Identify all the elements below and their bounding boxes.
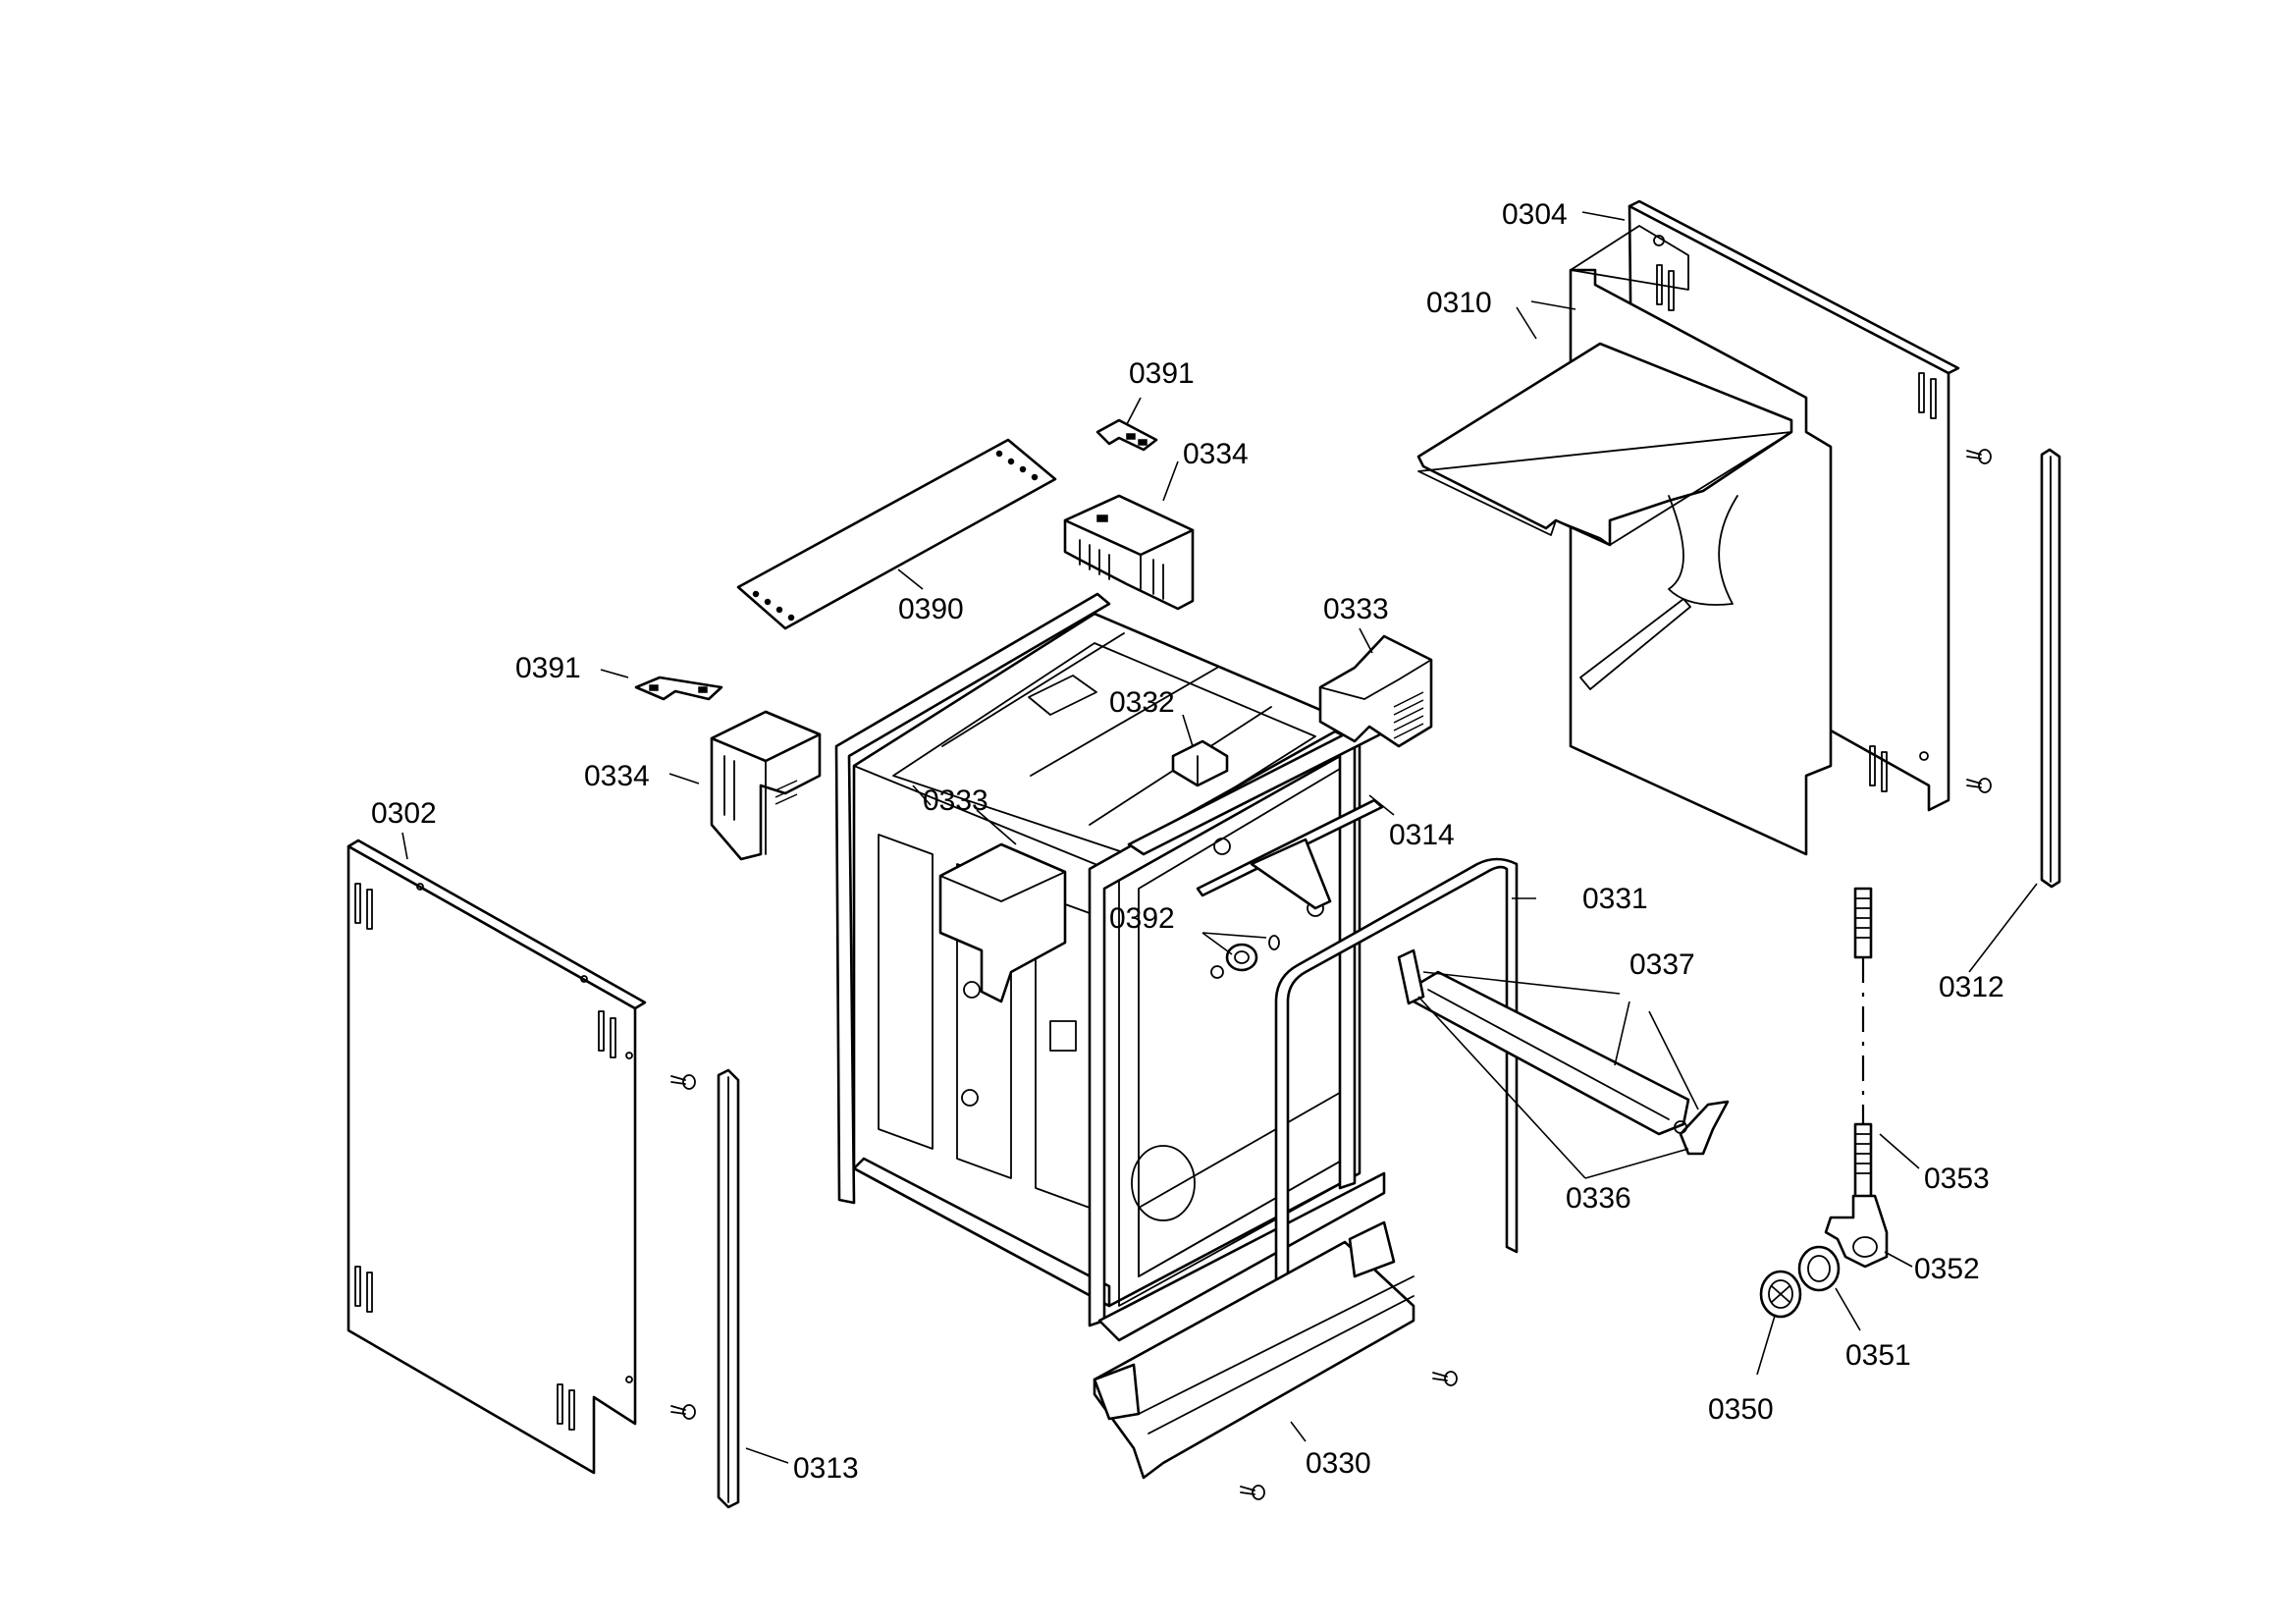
plinth-0330 [1093,1220,1415,1480]
connector-0352 [1824,1194,1889,1269]
door-seal-0331 [1274,857,1519,1391]
ring-0351 [1797,1245,1841,1292]
callout-0333-right: 0333 [1323,593,1389,625]
screw-right-upper [1966,449,1992,464]
callout-0336: 0336 [1566,1182,1631,1215]
tub-assembly [834,592,1388,1342]
callout-0312: 0312 [1939,971,2004,1003]
callout-0302: 0302 [371,797,437,830]
callout-0304: 0304 [1502,198,1568,231]
strut-0337 [1397,948,1730,1156]
callout-0390: 0390 [898,593,964,625]
callout-0332: 0332 [1109,686,1175,719]
bracket-top-0391 [1095,418,1158,452]
callout-labels: 0304 0310 0391 0334 0390 0333 0391 0332 … [371,198,2004,1485]
callout-0351: 0351 [1845,1339,1911,1372]
leader-lines [401,211,2038,1464]
screw-plinth-right [1432,1371,1458,1386]
screw-bottom-center [1240,1485,1265,1500]
bracket-left-0391 [634,676,723,701]
callout-0337: 0337 [1629,948,1695,981]
hinge-block-left-0334 [710,710,822,861]
callout-0353: 0353 [1924,1163,1990,1195]
top-assembly-0310 [1416,225,1833,856]
callout-0391-left: 0391 [515,652,581,684]
nut-0350 [1759,1270,1802,1319]
trim-strip-right-0312 [2040,448,2061,889]
hinge-block-top-0334 [1063,494,1195,611]
screw-left-lower [670,1404,696,1420]
dispenser-right-0333 [1318,634,1433,748]
cover-plate-0390 [736,438,1057,630]
hose-0353 [1853,887,1873,1200]
callout-0310: 0310 [1426,287,1492,319]
screw-left-upper [670,1074,696,1090]
callout-0334-left: 0334 [584,760,650,792]
callout-0350: 0350 [1708,1393,1774,1426]
callout-0333-left: 0333 [923,785,988,817]
callout-0314: 0314 [1389,819,1455,851]
callout-0331: 0331 [1582,883,1648,915]
callout-0330: 0330 [1306,1447,1371,1480]
callout-0352: 0352 [1914,1253,1980,1285]
trim-strip-left-0313 [717,1068,740,1509]
side-panel-left-0302 [347,839,647,1475]
screw-right-lower [1966,778,1992,793]
callout-0391-top: 0391 [1129,357,1195,390]
callout-0392: 0392 [1109,902,1175,935]
callout-0334-top: 0334 [1183,438,1249,470]
callout-0313: 0313 [793,1452,859,1485]
